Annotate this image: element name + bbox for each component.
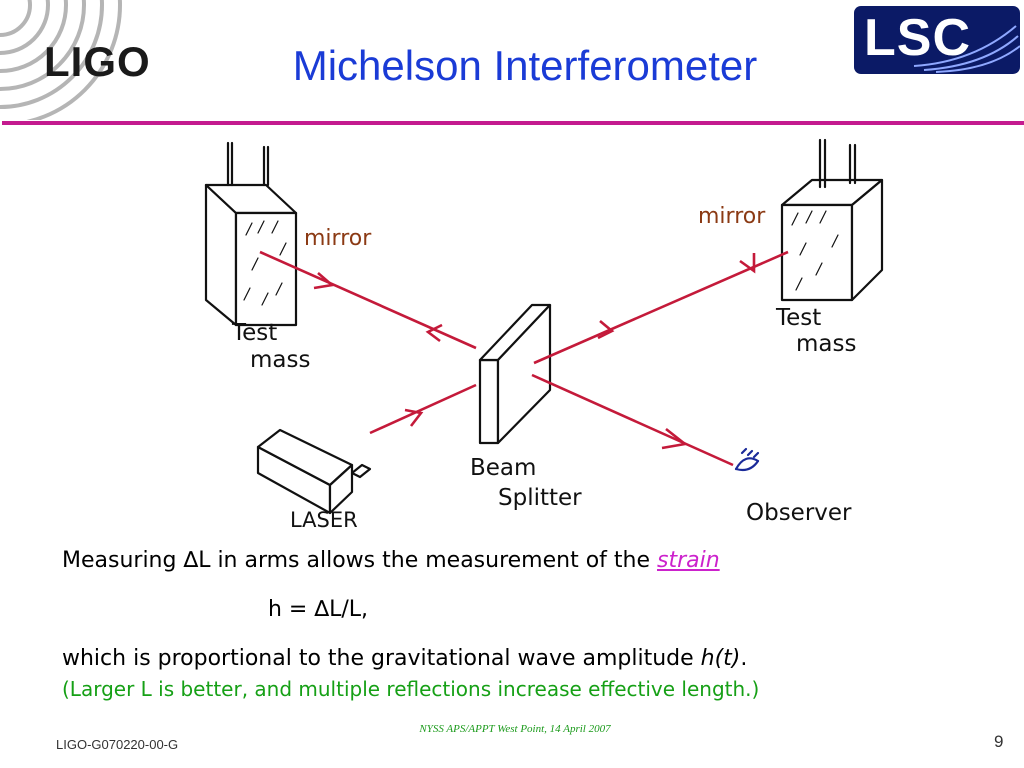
interferometer-diagram: mirror mirror Test mass Test mass Beam S… — [180, 135, 910, 540]
beam-laser-input — [369, 383, 477, 435]
lsc-logo: LSC — [854, 6, 1020, 74]
page-number: 9 — [994, 732, 1004, 751]
beam-right-arm — [533, 250, 789, 365]
beam-splitter — [478, 303, 552, 445]
note-line: (Larger L is better, and multiple reflec… — [62, 677, 760, 701]
line3-prefix: which is proportional to the gravitation… — [62, 646, 701, 671]
line2-prefix: h = — [268, 597, 315, 622]
strain-link[interactable]: strain — [657, 548, 720, 573]
test-mass-label-right-line2: mass — [796, 331, 856, 357]
right-test-mass — [780, 138, 884, 302]
laser — [256, 428, 372, 515]
line1-prefix: Measuring — [62, 548, 184, 573]
lsc-waves-graphic — [913, 25, 1020, 73]
footer-doc-id: LIGO-G070220-00-G — [56, 737, 179, 752]
beam-splitter-label-line2: Splitter — [498, 485, 582, 511]
line1-mid: L in arms allows the measurement of the — [198, 548, 657, 573]
observer-label: Observer — [746, 500, 852, 526]
left-test-mass — [204, 141, 298, 327]
interferometer-drawing: mirror mirror Test mass Test mass Beam S… — [204, 138, 884, 532]
test-mass-label-left-line1: Test — [231, 320, 277, 346]
laser-label: LASER — [290, 508, 358, 532]
mirror-label-left: mirror — [304, 226, 372, 251]
text-line-2: h = ∆L/L, — [268, 597, 368, 622]
beam-to-observer — [531, 373, 734, 467]
footer-event: NYSS APS/APPT West Point, 14 April 2007 — [419, 723, 611, 735]
text-line-1: Measuring ∆L in arms allows the measurem… — [62, 548, 720, 573]
line2-suffix: L/L, — [329, 597, 369, 622]
laser-beams — [259, 250, 789, 467]
test-mass-label-right-line1: Test — [775, 305, 821, 331]
page-title: Michelson Interferometer — [292, 42, 758, 89]
line3-suffix: . — [740, 646, 748, 671]
delta-symbol: ∆ — [183, 548, 199, 573]
ligo-logo-text: LIGO — [44, 38, 151, 85]
ht-symbol: h(t) — [700, 646, 741, 671]
beam-splitter-label-line1: Beam — [470, 455, 536, 481]
delta-symbol-2: ∆ — [314, 597, 330, 622]
observer-eye — [734, 447, 760, 472]
beam-left-arm — [259, 250, 477, 350]
mirror-label-right: mirror — [698, 204, 766, 229]
ligo-arcs-graphic — [0, 0, 122, 127]
test-mass-label-left-line2: mass — [250, 347, 310, 373]
lsc-logo-text: LSC — [864, 9, 971, 67]
text-line-3: which is proportional to the gravitation… — [62, 646, 747, 671]
ligo-logo: LIGO — [0, 0, 160, 127]
title-divider — [2, 121, 1024, 125]
